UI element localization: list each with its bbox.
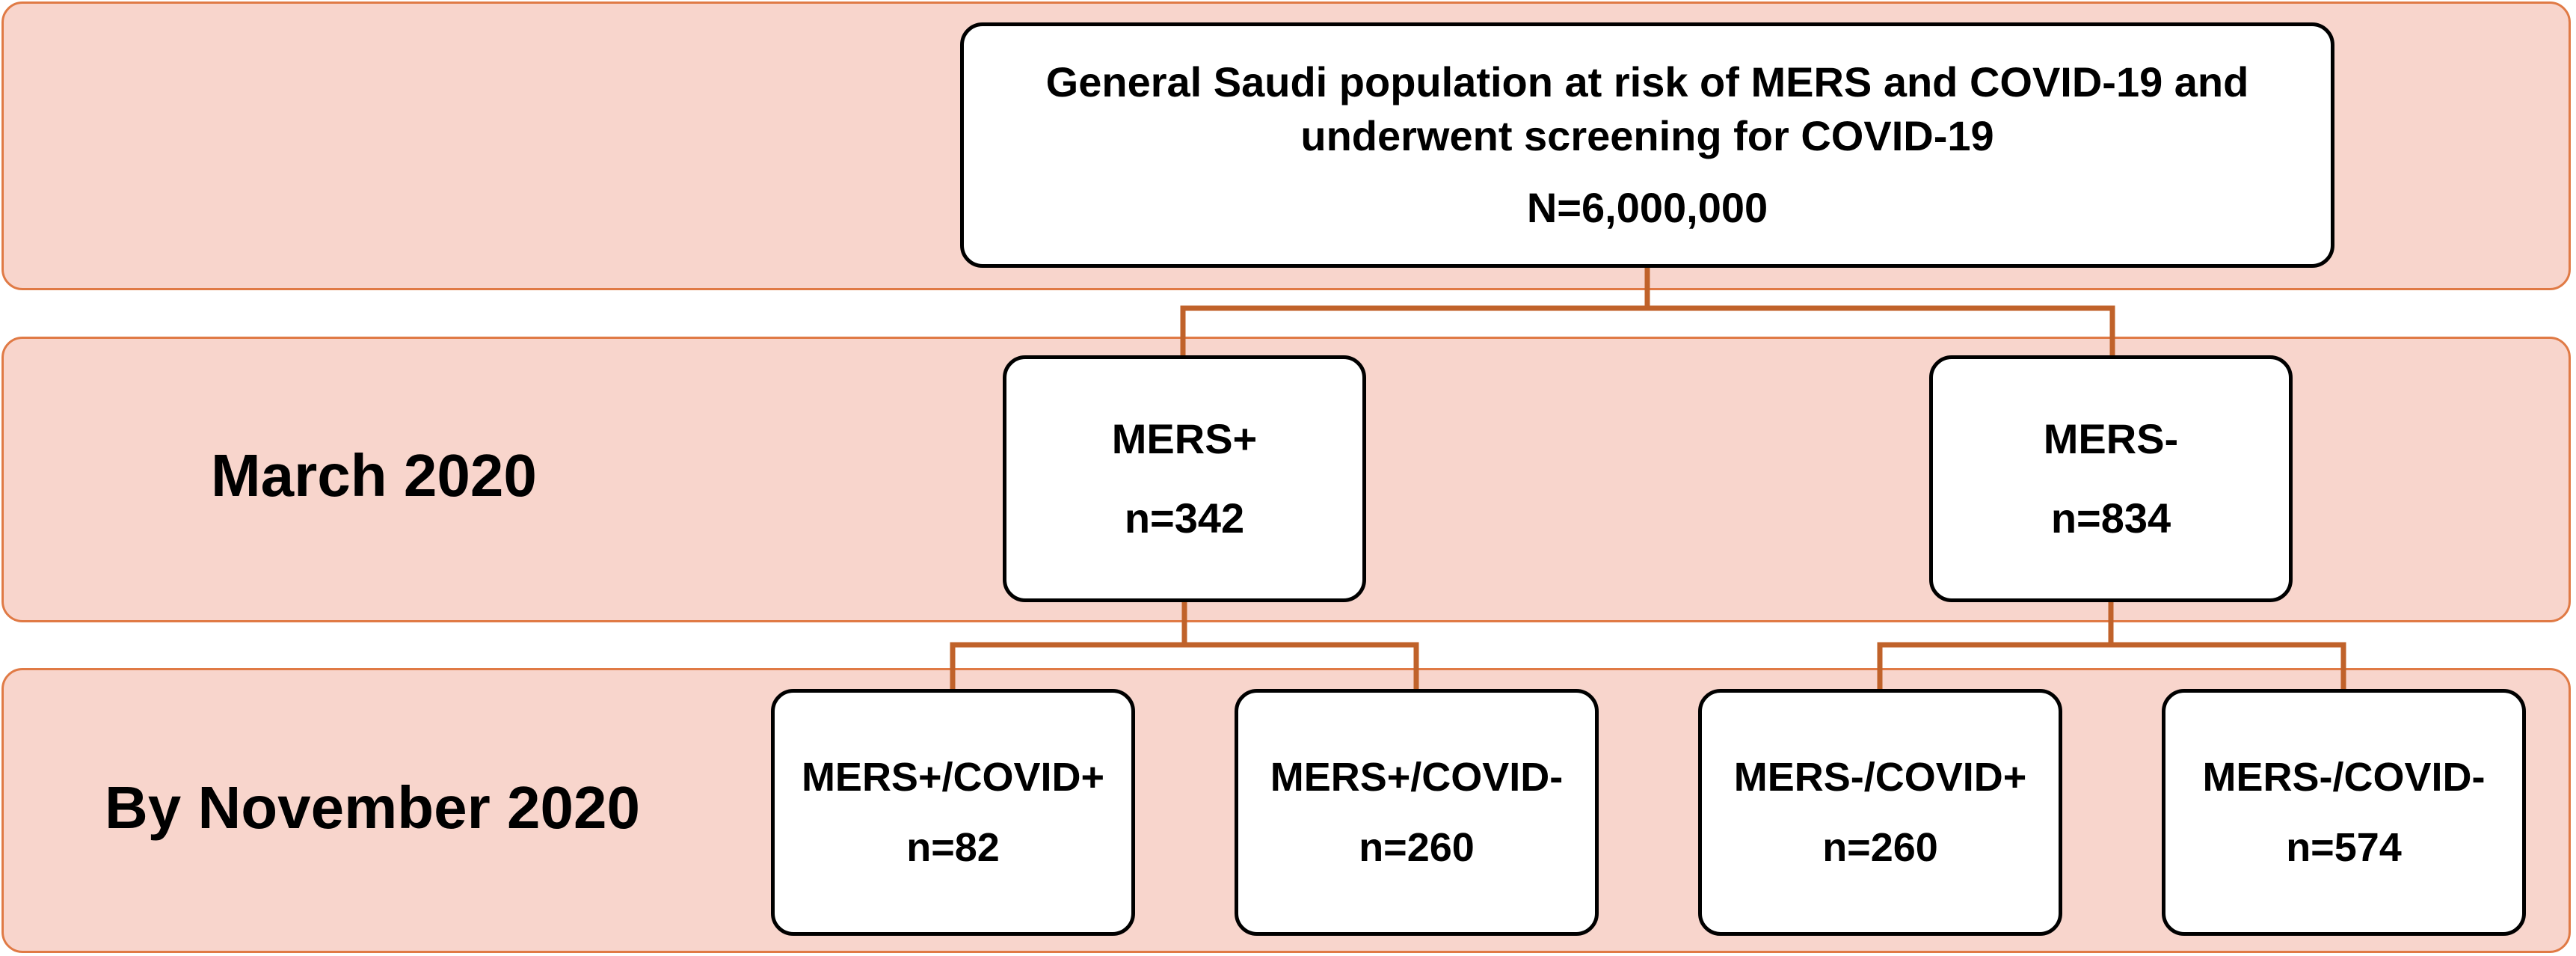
connector-mers-pos-children: [950, 642, 1419, 689]
mers-pos-covid-neg-count: n=260: [1359, 825, 1475, 870]
connector-root-to-mers: [1180, 305, 2115, 355]
mers-positive-box: MERS+ n=342: [1003, 355, 1366, 602]
root-count: N=6,000,000: [1526, 183, 1768, 231]
band-label-november: By November 2020: [105, 774, 640, 841]
mers-pos-covid-neg-label: MERS+/COVID-: [1270, 754, 1564, 800]
mers-neg-covid-neg-count: n=574: [2286, 825, 2402, 870]
root-title-line-1: General Saudi population at risk of MERS…: [1045, 58, 2249, 106]
mers-positive-count: n=342: [1124, 494, 1245, 542]
mers-neg-covid-neg-box: MERS-/COVID- n=574: [2162, 689, 2526, 936]
mers-pos-covid-neg-box: MERS+/COVID- n=260: [1235, 689, 1599, 936]
mers-neg-covid-pos-label: MERS-/COVID+: [1733, 754, 2027, 800]
mers-pos-covid-pos-count: n=82: [906, 825, 1000, 870]
root-title-line-2: underwent screening for COVID-19: [1300, 112, 1994, 160]
mers-negative-label: MERS-: [2043, 414, 2179, 462]
mers-pos-covid-pos-label: MERS+/COVID+: [801, 754, 1105, 800]
mers-positive-label: MERS+: [1111, 414, 1258, 462]
root-population-box: General Saudi population at risk of MERS…: [960, 22, 2334, 268]
connector-mers-neg-children: [1877, 642, 2346, 689]
band-label-march: March 2020: [211, 442, 537, 509]
mers-pos-covid-pos-box: MERS+/COVID+ n=82: [771, 689, 1135, 936]
mers-negative-box: MERS- n=834: [1929, 355, 2293, 602]
mers-negative-count: n=834: [2050, 494, 2171, 542]
mers-neg-covid-neg-label: MERS-/COVID-: [2202, 754, 2486, 800]
mers-neg-covid-pos-count: n=260: [1822, 825, 1938, 870]
mers-neg-covid-pos-box: MERS-/COVID+ n=260: [1698, 689, 2062, 936]
